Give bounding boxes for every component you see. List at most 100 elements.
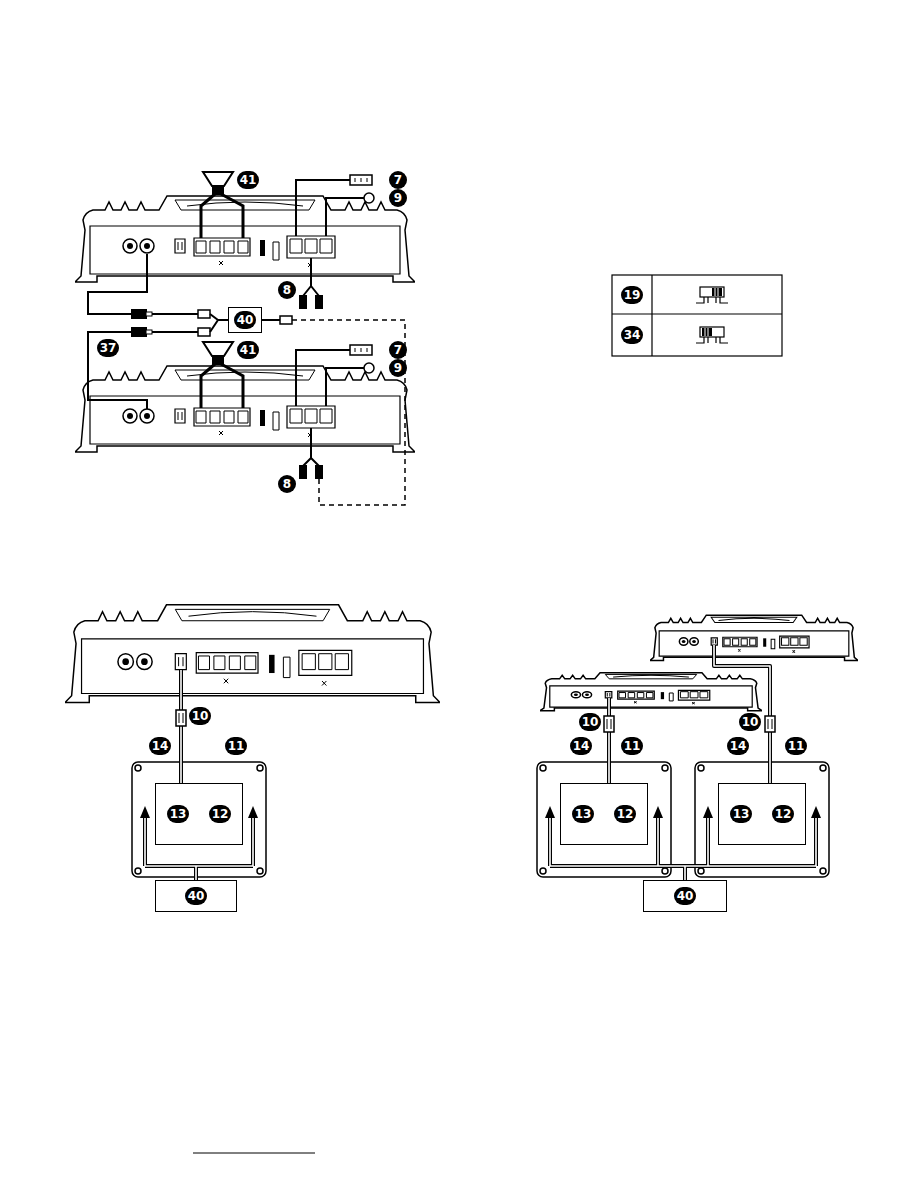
speaker-symbol (213, 356, 223, 364)
footer-rule (193, 1153, 315, 1154)
callout-number: 14 (727, 737, 750, 755)
power-wire (355, 178, 367, 182)
head-unit-box: 40 (228, 307, 263, 333)
remote-wire (261, 319, 280, 321)
direction-arrow (653, 806, 663, 818)
direction-arrow (248, 806, 258, 818)
rca-cable (146, 330, 152, 334)
selector-switch-table (712, 288, 722, 296)
callout-number: 9 (389, 189, 407, 207)
remote-wire (280, 316, 292, 324)
callout-number: 40 (674, 887, 697, 905)
rca-cable (88, 254, 147, 314)
speaker-symbol (201, 172, 243, 408)
callout-number: 34 (621, 326, 644, 344)
speaker-symbol (201, 194, 243, 238)
callout-number: 11 (621, 737, 644, 755)
remote-wire (303, 428, 319, 466)
remote-wire (261, 258, 405, 505)
selector-switch-table (696, 337, 728, 343)
power-wire (350, 175, 372, 185)
remote-plug (179, 713, 772, 729)
callout-number: 10 (189, 707, 212, 725)
remote-control-box: 13 12 (718, 783, 806, 845)
speaker-symbol (203, 342, 233, 356)
callout-number: 41 (237, 171, 260, 189)
callout-number: 13 (167, 805, 190, 823)
remote-frame (537, 762, 671, 877)
callout-number: 41 (237, 341, 260, 359)
direction-arrow (811, 806, 821, 818)
amplifier-unit (65, 196, 858, 711)
callout-number: 7 (389, 171, 407, 189)
remote-frame (135, 868, 141, 874)
amplifier-unit (65, 605, 440, 703)
callout-number: 14 (149, 737, 172, 755)
amplifier-unit (540, 673, 762, 711)
power-wire (296, 180, 350, 236)
callout-number: 10 (739, 713, 762, 731)
rca-cable (198, 310, 210, 318)
remote-frame (257, 868, 263, 874)
remote-wire (300, 466, 306, 478)
amplifier-unit (650, 615, 858, 660)
rca-cable (152, 314, 198, 332)
callout-number: 37 (97, 339, 120, 357)
speaker-symbol (213, 186, 223, 194)
power-wire (326, 368, 364, 406)
remote-frame (820, 868, 826, 874)
remote-plug (604, 716, 614, 732)
callout-number: 7 (389, 341, 407, 359)
power-wire (296, 175, 374, 406)
callout-number: 14 (570, 737, 593, 755)
rca-cable (198, 328, 210, 336)
callout-number: 8 (278, 475, 296, 493)
rca-cable (210, 314, 229, 332)
speaker-symbol (201, 364, 243, 408)
remote-wire (292, 320, 405, 505)
remote-control-box: 13 12 (560, 783, 648, 845)
callout-number: 40 (234, 311, 257, 329)
callout-number: 19 (621, 286, 644, 304)
remote-frame (662, 868, 668, 874)
remote-plug (176, 710, 775, 732)
remote-plug (176, 710, 186, 726)
callout-number: 11 (785, 737, 808, 755)
remote-frame (135, 765, 141, 771)
head-unit-box: 40 (155, 880, 237, 912)
direction-arrow (140, 806, 150, 818)
power-wire (296, 350, 350, 406)
remote-cable (145, 645, 816, 880)
remote-plug (765, 716, 775, 732)
remote-frame (540, 765, 546, 771)
selector-switch-table (705, 328, 708, 336)
rca-cable (88, 332, 147, 409)
callout-number: 13 (730, 805, 753, 823)
power-wire (350, 345, 372, 355)
rca-cable (88, 254, 229, 409)
selector-switch-table (715, 288, 718, 296)
remote-cable (714, 645, 770, 716)
remote-wire (303, 258, 319, 296)
power-wire (355, 348, 367, 352)
rca-cable (132, 328, 146, 336)
remote-frame (698, 765, 704, 771)
selector-switch-table (700, 327, 724, 337)
callout-number: 12 (772, 805, 795, 823)
remote-frame (540, 868, 546, 874)
speaker-symbol (203, 172, 233, 186)
selector-switch-table (700, 287, 724, 297)
selector-switch-table (612, 275, 782, 356)
remote-wire (316, 296, 322, 308)
selector-switch-table (696, 297, 728, 303)
callout-number: 12 (614, 805, 637, 823)
remote-frame (132, 762, 829, 877)
selector-switch-table (612, 275, 782, 356)
callout-number: 13 (572, 805, 595, 823)
remote-frame (662, 765, 668, 771)
direction-arrow (545, 806, 555, 818)
remote-wire (316, 466, 322, 478)
